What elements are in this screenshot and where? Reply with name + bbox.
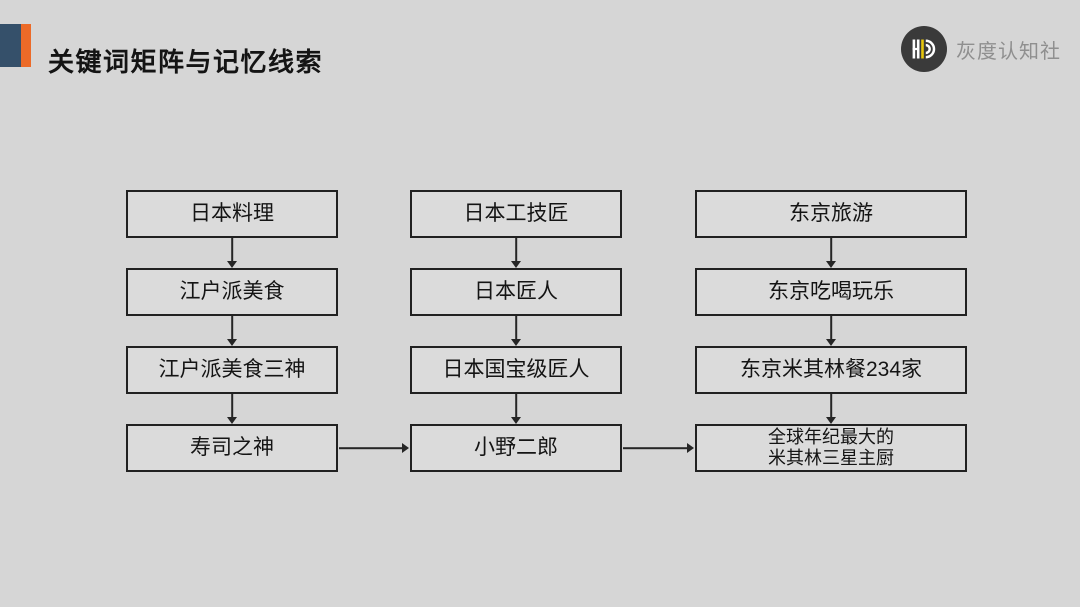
title-accent-blue-bar <box>0 24 21 67</box>
arrow-down-icon <box>825 316 837 346</box>
flow-box-label: 江户派美食三神 <box>158 357 306 381</box>
flow-box-col3-row1: 东京旅游 <box>695 190 967 238</box>
flow-box-col1-row3: 江户派美食三神 <box>126 346 338 394</box>
brand-lockup: 灰度认知社 <box>901 26 1061 72</box>
flow-box-label: 东京吃喝玩乐 <box>768 279 894 303</box>
flow-box-label: 日本工技匠 <box>463 201 569 225</box>
flow-box-col3-row2: 东京吃喝玩乐 <box>695 268 967 316</box>
flow-box-col3-row4: 全球年纪最大的 米其林三星主厨 <box>695 424 967 472</box>
flow-box-col1-row2: 江户派美食 <box>126 268 338 316</box>
arrow-down-icon <box>226 238 238 268</box>
arrow-down-icon <box>825 394 837 424</box>
flow-box-label: 东京旅游 <box>789 201 873 225</box>
page-title: 关键词矩阵与记忆线索 <box>48 47 324 78</box>
flow-box-label: 全球年纪最大的 米其林三星主厨 <box>768 427 894 468</box>
flow-box-label: 日本匠人 <box>474 279 558 303</box>
arrow-right-icon <box>339 442 409 454</box>
flow-box-label: 日本国宝级匠人 <box>442 357 590 381</box>
flow-box-label: 东京米其林餐234家 <box>739 357 923 381</box>
arrow-down-icon <box>510 394 522 424</box>
flow-box-label: 寿司之神 <box>190 435 274 459</box>
arrow-down-icon <box>226 316 238 346</box>
flow-box-label: 江户派美食 <box>179 279 285 303</box>
flow-box-col2-row4: 小野二郎 <box>410 424 622 472</box>
hd-monogram-icon <box>901 26 947 72</box>
arrow-down-icon <box>510 238 522 268</box>
flow-box-col2-row1: 日本工技匠 <box>410 190 622 238</box>
flow-box-col1-row4: 寿司之神 <box>126 424 338 472</box>
title-accent-orange-bar <box>21 24 31 67</box>
flow-box-col3-row3: 东京米其林餐234家 <box>695 346 967 394</box>
flow-box-label: 小野二郎 <box>474 435 558 459</box>
arrow-down-icon <box>226 394 238 424</box>
flow-box-col2-row2: 日本匠人 <box>410 268 622 316</box>
flow-box-label: 日本料理 <box>190 201 274 225</box>
arrow-right-icon <box>623 442 694 454</box>
flow-box-col1-row1: 日本料理 <box>126 190 338 238</box>
flow-box-col2-row3: 日本国宝级匠人 <box>410 346 622 394</box>
arrow-down-icon <box>510 316 522 346</box>
arrow-down-icon <box>825 238 837 268</box>
brand-name: 灰度认知社 <box>956 40 1061 63</box>
